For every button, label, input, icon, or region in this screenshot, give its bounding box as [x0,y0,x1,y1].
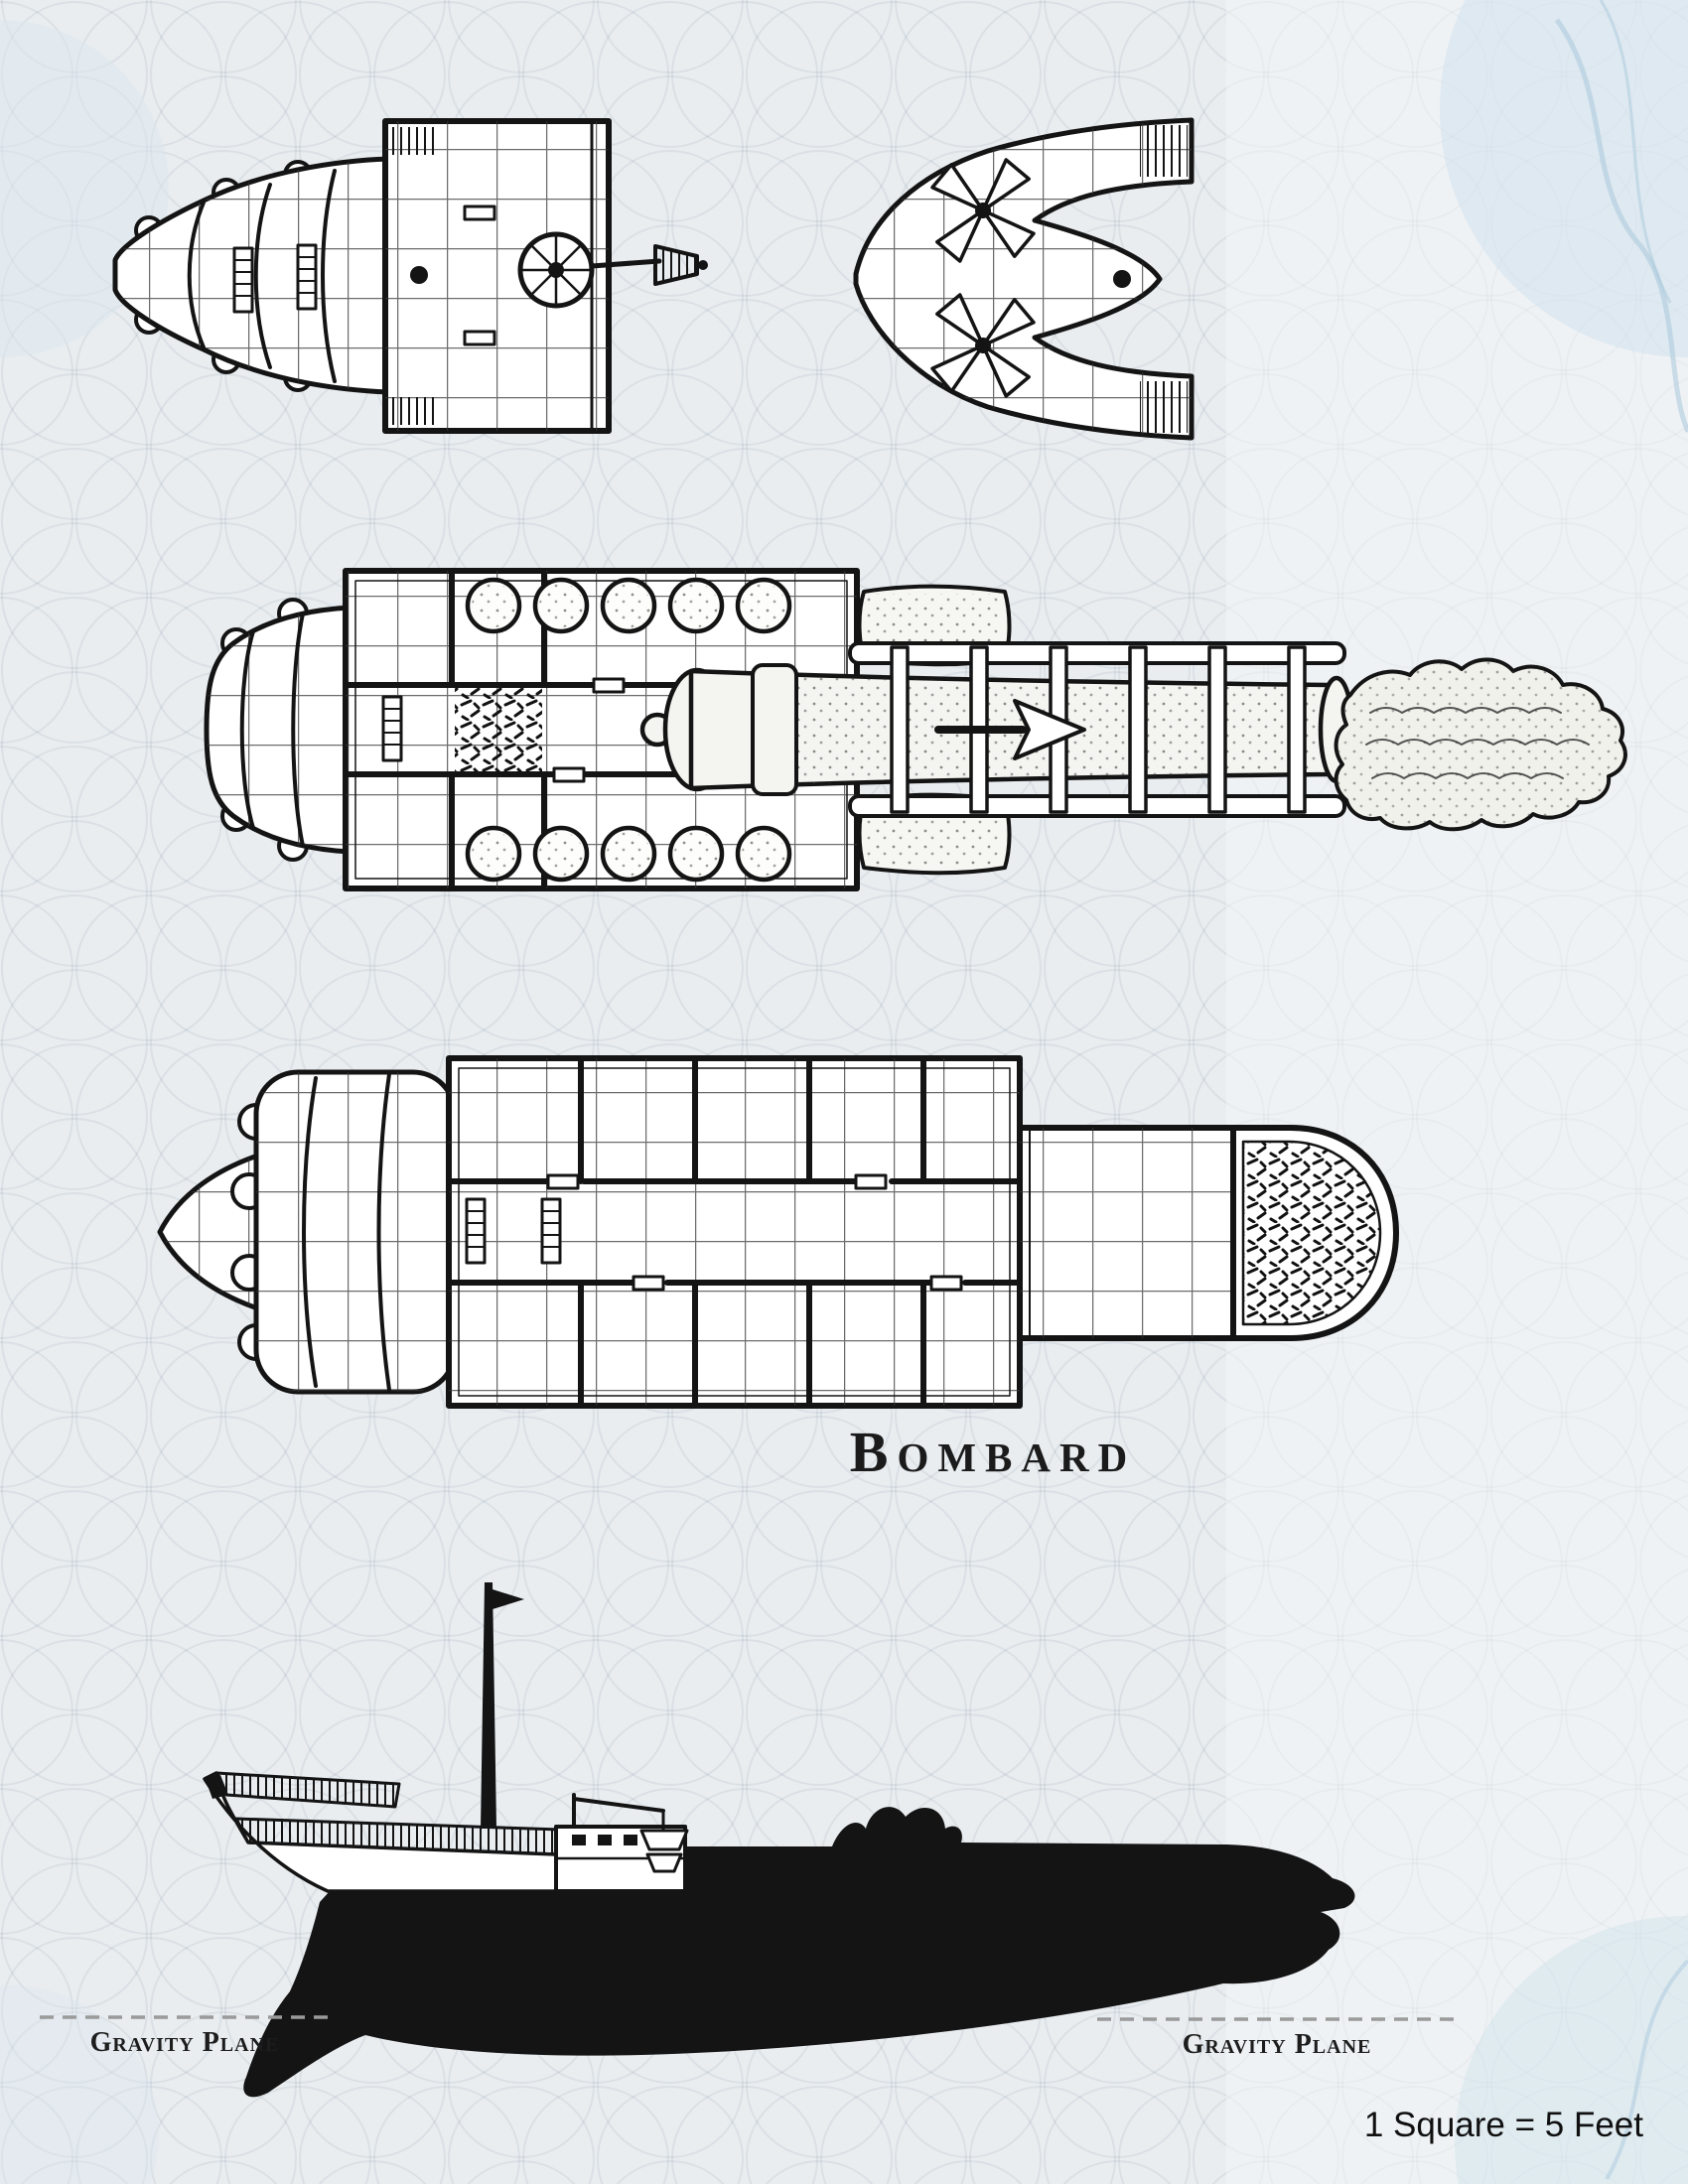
arm-end-hatching [1140,125,1188,177]
forecastle-upper-deck-plan [112,118,708,434]
hatch-door [592,677,626,694]
dark-storage-compartment [455,688,542,771]
mast [481,1582,496,1829]
hatch-door [552,766,586,783]
hull-silhouette [243,1807,1355,2098]
lower-deck-plan [157,1055,1399,1409]
ladder [232,246,254,314]
gravity-plane-left: Gravity Plane [40,2015,330,2058]
aft-upper-deck-plan [853,117,1195,441]
gravity-plane-right: Gravity Plane [1097,2017,1458,2060]
ladder [381,695,403,762]
hatch-door [632,1275,665,1292]
ship-title: Bombard [850,1420,1136,1484]
hatch-door [929,1275,963,1292]
gravity-plane-label-left: Gravity Plane [90,2027,280,2058]
crane-with-balance [572,1793,689,1873]
right-light-band [1226,0,1688,2184]
mast-hole [1113,270,1131,288]
hatch-door [546,1173,580,1190]
map-scale-note: 1 Square = 5 Feet [1364,2106,1643,2144]
gravity-plane-label-right: Gravity Plane [1183,2029,1372,2060]
bulkheads [448,1057,1021,1407]
spearhead-ornament [934,699,1086,760]
ladder [465,1197,487,1265]
pennant-flag [492,1589,524,1609]
ship-side-profile-silhouette [203,1582,1355,2098]
ladder [540,1197,562,1265]
deck-edge-hatching [390,127,434,155]
arm-end-hatching [1140,381,1188,433]
bow-rib-lines [187,169,337,383]
muzzle-blast-flame [1334,657,1627,832]
hatch-door [463,205,496,221]
gun-deck-plan-with-bombard-cannon [204,568,1627,891]
ladder [296,243,318,311]
tail-tip-cap [1230,1125,1399,1341]
capstan-and-crane [517,231,708,309]
hatch-door [463,330,496,346]
bow-railings [205,1771,563,1856]
hatch-door [854,1173,888,1190]
bow-face [203,1771,558,1893]
mast-hole [410,266,428,284]
